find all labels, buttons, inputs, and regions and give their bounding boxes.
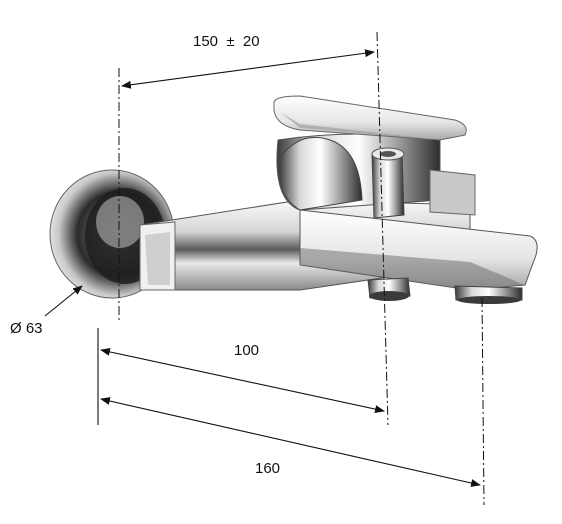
- dim-arrow-length: [100, 397, 481, 487]
- label-spacing: 150 ± 20: [193, 33, 260, 50]
- dim-arrow-spacing: [121, 49, 375, 89]
- dimension-arrows: [44, 49, 481, 487]
- aerator: [454, 285, 523, 301]
- reference-lines: [97, 31, 485, 506]
- dim-arrow-diameter: [44, 285, 83, 317]
- label-overall-length: 160: [255, 460, 280, 477]
- body-side-block: [429, 169, 476, 216]
- center-line-middle: [376, 31, 389, 426]
- valve-collar: [278, 136, 363, 211]
- center-line-right: [481, 297, 485, 506]
- label-rosette-diameter: Ø 63: [10, 320, 43, 337]
- diverter-knob: [371, 151, 405, 219]
- dimension-labels: 150 ± 20 Ø 63 100 160: [10, 33, 280, 477]
- faucet-illustration: [49, 95, 538, 304]
- dim-arrow-projection: [100, 348, 385, 413]
- label-spout-projection: 100: [234, 342, 259, 359]
